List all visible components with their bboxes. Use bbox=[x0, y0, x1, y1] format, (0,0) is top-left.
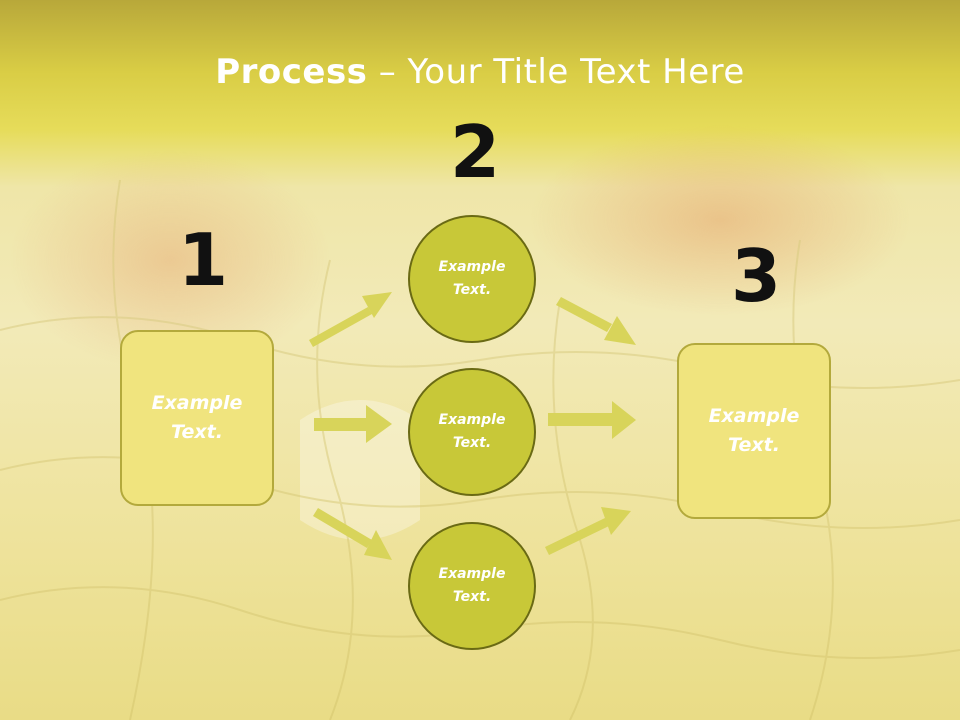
step-1-box: Example Text. bbox=[120, 330, 274, 506]
step-number-3: 3 bbox=[731, 234, 782, 318]
step-number-2: 2 bbox=[450, 110, 501, 194]
arrow-box1-to-top bbox=[309, 292, 392, 347]
title-bold: Process bbox=[215, 52, 368, 92]
step-3-box: Example Text. bbox=[677, 343, 831, 519]
step-2-circle-top: Example Text. bbox=[408, 215, 536, 343]
arrow-bottom-to-box3 bbox=[545, 507, 631, 555]
slide-title: Process – Your Title Text Here bbox=[0, 52, 960, 92]
arrow-box1-to-bottom bbox=[313, 508, 392, 560]
arrow-top-to-box3 bbox=[556, 297, 636, 345]
title-rest: – Your Title Text Here bbox=[367, 52, 745, 92]
arrow-box1-to-middle bbox=[314, 405, 392, 443]
step-2-circle-bottom: Example Text. bbox=[408, 522, 536, 650]
arrow-middle-to-box3 bbox=[548, 401, 636, 439]
step-number-1: 1 bbox=[178, 218, 229, 302]
step-2-circle-middle: Example Text. bbox=[408, 368, 536, 496]
